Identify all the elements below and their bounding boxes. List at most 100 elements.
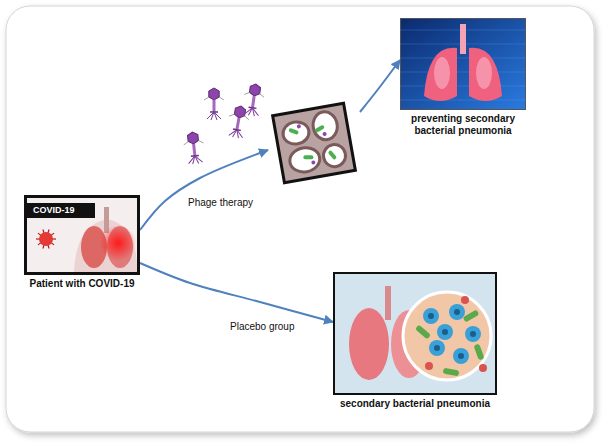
virus-body [39,232,53,246]
coccus-core [470,331,476,337]
caption-text: Patient with COVID-19 [24,278,140,290]
coccus-core [454,309,460,315]
inset-circle [403,292,491,380]
virus-dot [461,296,469,304]
arrow-connector [140,263,333,322]
phage-fiber [183,142,188,146]
phage-leg [245,107,253,115]
bacterium-coccus [429,340,445,356]
illustration [268,100,360,186]
edge-label: Phage therapy [186,197,255,209]
phage-leg [207,112,214,119]
frame [6,6,594,432]
caption-text: secondary bacterial pneumonia [333,398,497,410]
phage-leg [248,107,252,115]
phage-leg [233,129,237,137]
bacterium-coccus [423,308,439,324]
coccus-core [442,329,448,335]
phage-leg [252,108,260,116]
coccus-core [458,353,464,359]
trachea [460,24,466,54]
phage-leg [195,156,199,164]
phage-tail [192,144,196,156]
illustration-svg [400,18,526,110]
phage-fiber [259,94,264,98]
phage-dot [322,132,327,137]
tissue-frame [273,103,356,182]
illustration-svg [268,100,360,186]
phage-fiber [229,113,234,117]
phage-dot [311,160,316,165]
lung-shine [476,57,492,89]
bacterium-rod [443,368,460,377]
alveolus [281,120,310,146]
phage-head [209,88,219,100]
lung-right [469,48,502,101]
lung-left [349,308,389,380]
phage-dot [297,124,302,129]
phage-leg [214,112,221,119]
phage-leg [214,112,217,120]
illustration [400,18,526,110]
phage-icon [226,104,251,139]
phage-fiber [198,140,203,144]
phage-leg [229,129,237,137]
caption-text: preventing secondary bacterial pneumonia [400,113,526,137]
infection-glow [100,225,136,261]
phage-leg [236,130,244,138]
virus-dot [479,364,487,372]
phage-fiber [219,97,224,100]
phage-fiber [244,116,249,120]
phage-leg [211,112,214,120]
trachea [385,286,391,320]
arrow-connector [140,150,268,230]
phage-head [249,83,261,96]
scan-line [400,86,526,87]
image-box [268,100,360,186]
bacterium-rod [473,343,484,360]
virus-dot [425,362,433,370]
image-ground [334,273,496,394]
phage-icon [204,88,224,120]
edge-label: Placebo group [228,321,297,333]
bacterium-rod [314,125,325,133]
scan-line [400,72,526,73]
coccus-core [434,345,440,351]
bacterium-coccus [453,348,469,364]
tissue-box [273,103,356,182]
phage-icon [241,83,265,117]
phage-leg [235,130,239,138]
alveolus [322,143,347,168]
bacterium-rod [328,150,337,160]
illustration-svg [333,272,497,395]
image-ground [26,197,139,274]
scan-line [400,58,526,59]
phage-fiber [204,97,209,100]
bacterium-coccus [437,324,453,340]
phage-leg [188,156,196,164]
phage-icon [182,131,205,165]
alveolus [311,110,339,142]
phage-leg [195,155,203,163]
phage-leg [251,108,255,116]
phage-head [187,131,199,144]
phage-tail [213,100,216,112]
image-ground [401,19,526,110]
phage-tail [235,118,240,130]
image-label: COVID-19 [30,204,78,217]
phage-tail [251,96,256,108]
bacterium-coccus [465,326,481,342]
image-box: preventing secondary bacterial pneumonia [400,18,526,137]
bacterium-rod [303,155,313,159]
bacterium-rod [415,325,431,340]
bacterium-coccus [449,304,465,320]
bacterium-rod [288,128,299,135]
bacterium-rod [463,309,480,322]
scan-line [400,100,526,101]
virus-icon [36,229,56,248]
phage-fiber [244,92,249,96]
title-band [27,203,95,218]
lung-shine [434,57,450,89]
coccus-core [428,313,434,319]
